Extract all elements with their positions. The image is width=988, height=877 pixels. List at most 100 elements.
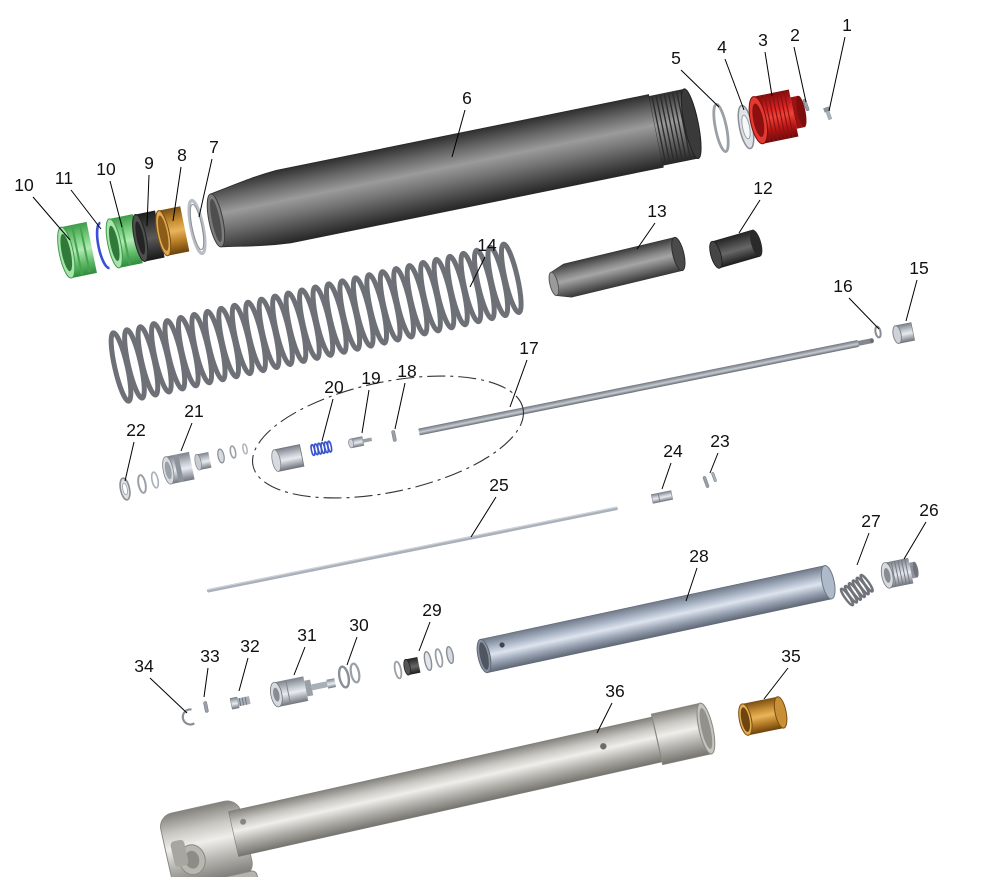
texture-line	[675, 90, 692, 160]
pin-23b	[711, 471, 717, 483]
callout-line-36	[596, 702, 613, 734]
coil-turn	[498, 241, 524, 315]
texture-line	[890, 561, 897, 587]
piston-21	[162, 451, 195, 485]
callout-line-11	[70, 189, 102, 230]
callout-label-31: 31	[297, 625, 316, 645]
callout-label-18: 18	[397, 361, 416, 381]
rod-end-block	[271, 444, 305, 472]
part-15	[892, 322, 915, 344]
ring-30b	[337, 665, 351, 689]
pin-18	[391, 430, 397, 442]
shim-29b	[434, 648, 444, 668]
callout-line-12	[738, 199, 761, 234]
top-cap	[748, 89, 807, 145]
needle-19	[348, 436, 373, 449]
ring-a	[137, 474, 147, 494]
callout-line-17	[509, 359, 528, 408]
callout-label-22: 22	[126, 420, 145, 440]
callout-line-10a	[109, 180, 123, 228]
callout-label-2: 2	[790, 25, 800, 45]
callout-label-20: 20	[324, 377, 344, 397]
callout-label-21: 21	[184, 401, 203, 421]
callout-line-6	[451, 109, 466, 158]
callout-label-25: 25	[489, 475, 508, 495]
callout-line-23	[709, 452, 719, 474]
callout-label-8: 8	[177, 145, 187, 165]
callout-line-35	[763, 667, 789, 700]
callout-label-17: 17	[519, 338, 538, 358]
texture-line	[663, 93, 679, 163]
callout-line-30	[346, 636, 358, 666]
screw-1	[823, 106, 833, 121]
pin-2	[802, 99, 810, 111]
callout-line-33	[203, 667, 209, 698]
callout-label-19: 19	[361, 368, 380, 388]
washer-d	[229, 445, 237, 459]
callout-line-27	[856, 532, 870, 566]
coil-turn	[326, 440, 333, 453]
callout-line-9	[146, 174, 150, 227]
callout-line-24	[661, 462, 672, 490]
callout-label-28: 28	[689, 546, 708, 566]
callout-line-34	[149, 677, 188, 714]
upper-bushing	[155, 206, 190, 257]
damper-rod	[418, 338, 874, 436]
callout-line-20	[321, 398, 334, 442]
callout-label-16: 16	[833, 276, 852, 296]
callout-label-33: 33	[200, 646, 219, 666]
clip-34	[181, 708, 195, 726]
callout-line-16	[848, 297, 880, 330]
spacer-tube-13	[548, 236, 686, 298]
callout-line-31	[293, 646, 306, 676]
pin-23a	[702, 476, 710, 488]
callout-line-8	[172, 166, 182, 222]
detail-ellipse	[251, 375, 525, 499]
callout-label-13: 13	[647, 201, 666, 221]
callout-line-4	[724, 58, 745, 111]
spacer-29d	[403, 656, 421, 676]
main-spring	[108, 241, 524, 404]
callout-label-3: 3	[758, 30, 768, 50]
texture-line	[651, 95, 667, 165]
callout-line-1	[828, 36, 846, 112]
callout-label-7: 7	[209, 137, 219, 157]
texture-line	[779, 91, 791, 138]
lower-fork-leg	[160, 702, 716, 877]
callout-line-21	[180, 422, 193, 452]
callout-label-6: 6	[462, 88, 472, 108]
texture-line	[767, 94, 779, 141]
ring-b	[150, 471, 160, 489]
texture-line	[763, 94, 775, 142]
adjuster-spring	[839, 573, 874, 607]
callout-line-25	[470, 496, 497, 538]
spacer-21b	[194, 451, 212, 471]
texture-line	[897, 560, 904, 586]
upper-fork-tube	[206, 88, 702, 248]
callout-label-30: 30	[349, 615, 369, 635]
callout-line-18	[394, 382, 406, 430]
backup-ring	[187, 198, 207, 256]
callout-label-14: 14	[477, 235, 497, 255]
ring-5	[712, 103, 730, 153]
callout-label-10b: 10	[14, 175, 34, 195]
texture-line	[655, 95, 671, 164]
callout-line-7	[198, 158, 213, 218]
shim-29c	[423, 650, 433, 672]
screw-32	[229, 696, 251, 710]
washer-c	[217, 448, 225, 464]
spacer-12	[709, 229, 763, 269]
callout-label-24: 24	[663, 441, 683, 461]
texture-line	[900, 559, 907, 585]
callout-label-5: 5	[671, 48, 681, 68]
callout-label-27: 27	[861, 511, 880, 531]
shim-29e	[393, 660, 403, 680]
callout-line-14	[469, 256, 486, 288]
shim-29a	[445, 645, 455, 665]
callout-line-13	[636, 222, 656, 250]
callout-line-5	[680, 69, 720, 108]
ring-30a	[349, 662, 361, 684]
